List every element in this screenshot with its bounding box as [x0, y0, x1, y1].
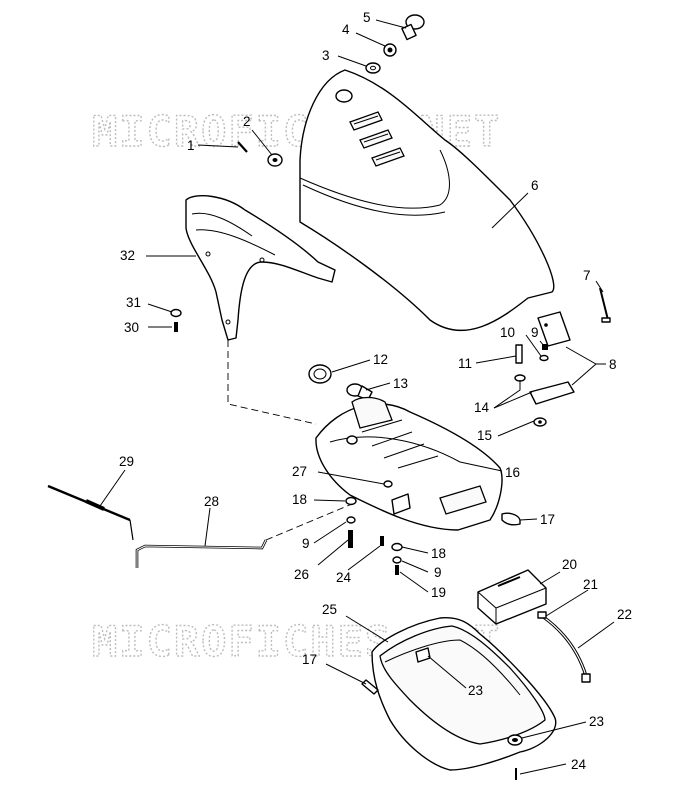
clip-part-21	[537, 611, 547, 619]
screw-part-26	[348, 530, 353, 548]
callout-29: 29	[119, 454, 134, 469]
callout-31: 31	[126, 295, 141, 310]
callout-9-left: 9	[302, 536, 310, 551]
callout-17-lower: 17	[302, 652, 317, 667]
screw-part-19	[395, 565, 399, 575]
washer-part-3	[365, 62, 381, 74]
callout-26: 26	[294, 567, 309, 582]
bracket-part-32	[185, 195, 336, 341]
rod-part-28	[135, 539, 268, 568]
washer-part-18-right	[391, 542, 403, 552]
screw-part-30	[174, 322, 178, 332]
callout-28: 28	[204, 494, 219, 509]
washer-part-18-left	[345, 496, 357, 506]
grommet-part-27	[383, 480, 393, 488]
nut-part-4	[383, 43, 397, 57]
callout-20: 20	[562, 557, 577, 572]
nut-part-9-left	[346, 516, 356, 524]
airbox-part-16	[315, 396, 503, 531]
callout-32: 32	[120, 248, 135, 263]
callout-13: 13	[393, 376, 408, 391]
callout-24-lower: 24	[571, 757, 587, 772]
callout-21: 21	[583, 577, 598, 592]
callout-7: 7	[583, 268, 591, 283]
pin-part-24-upper	[380, 536, 384, 546]
strap-part-22	[537, 611, 591, 683]
callout-23-inner: 23	[468, 683, 483, 698]
bolt-part-7	[599, 287, 611, 323]
callout-18-right: 18	[431, 546, 446, 561]
callout-2: 2	[243, 114, 251, 129]
tube-part-17-upper	[501, 512, 521, 526]
washer-part-10	[539, 354, 549, 362]
callout-labels: 1 2 3 4 5 6 7 8 9 10 11 12 13 14 15 16 1…	[119, 10, 632, 772]
callout-14: 14	[474, 400, 490, 415]
callout-9-right: 9	[434, 565, 442, 580]
callout-5: 5	[363, 10, 371, 25]
pin-part-1	[237, 141, 248, 153]
callout-9-hinge: 9	[531, 325, 539, 340]
washer-part-31	[170, 308, 182, 318]
seat-cowl	[299, 69, 555, 331]
callout-15: 15	[477, 428, 492, 443]
callout-25: 25	[322, 602, 337, 617]
cable-part-29	[47, 484, 134, 541]
callout-17-upper: 17	[540, 512, 555, 527]
callout-1: 1	[187, 138, 195, 153]
callout-18-left: 18	[292, 492, 307, 507]
callout-30: 30	[124, 320, 139, 335]
hose-part-13	[346, 383, 373, 401]
nut-part-15	[533, 417, 547, 427]
callout-4: 4	[342, 22, 350, 37]
callout-3: 3	[322, 48, 330, 63]
box-part-20	[477, 569, 547, 625]
callout-22: 22	[617, 607, 632, 622]
clamp-part-12	[308, 364, 332, 384]
callout-leaders	[99, 19, 615, 775]
nut-part-9-right	[392, 556, 402, 564]
callout-8: 8	[609, 357, 617, 372]
callout-12: 12	[373, 352, 388, 367]
hinge-bracket-part-8	[529, 311, 575, 405]
nut-part-9-upper	[542, 344, 548, 350]
dashed-assembly-lines	[227, 340, 353, 541]
callout-6: 6	[531, 178, 539, 193]
callout-24-upper: 24	[336, 570, 352, 585]
filler-cap	[401, 14, 425, 41]
callout-19: 19	[431, 585, 446, 600]
seat-vent-slots	[349, 111, 405, 167]
callout-23-drain: 23	[589, 714, 604, 729]
grommet-part-2	[267, 153, 283, 167]
callout-27: 27	[292, 464, 307, 479]
callout-16: 16	[505, 465, 520, 480]
callout-11: 11	[458, 356, 472, 371]
screw-part-11	[515, 344, 523, 364]
storage-tub-part-25	[371, 617, 557, 771]
callout-10: 10	[500, 325, 515, 340]
